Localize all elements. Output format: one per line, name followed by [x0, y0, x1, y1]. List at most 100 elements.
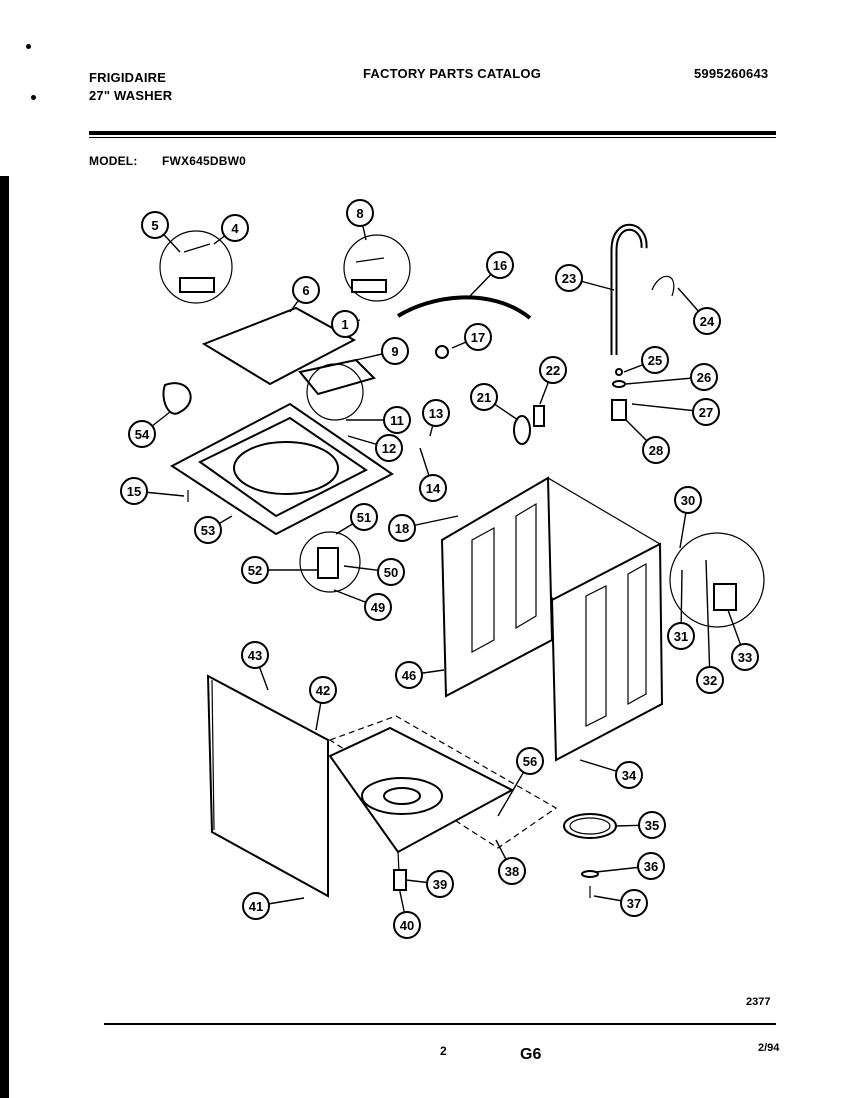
callout-23: 23	[555, 264, 583, 292]
callout-group: 1456891112131415161718212223242526272830…	[120, 199, 759, 939]
callout-26: 26	[690, 363, 718, 391]
callout-49: 49	[364, 593, 392, 621]
callout-5: 5	[141, 211, 169, 239]
callout-13: 13	[422, 399, 450, 427]
base-frame	[328, 715, 617, 898]
svg-text:52: 52	[248, 563, 262, 578]
punch-mark	[31, 95, 36, 100]
leader-line-32	[705, 559, 711, 681]
svg-text:13: 13	[429, 406, 443, 421]
svg-text:36: 36	[644, 859, 658, 874]
page-number: 2	[440, 1044, 447, 1058]
callout-39: 39	[426, 870, 454, 898]
svg-text:15: 15	[127, 484, 141, 499]
svg-text:1: 1	[341, 317, 348, 332]
callout-4: 4	[221, 214, 249, 242]
svg-text:54: 54	[135, 427, 150, 442]
callout-43: 43	[241, 641, 269, 669]
svg-text:32: 32	[703, 673, 717, 688]
page-edge-shadow	[0, 176, 9, 1098]
svg-text:23: 23	[562, 271, 576, 286]
top-lid-assembly	[159, 230, 532, 421]
callout-24: 24	[693, 307, 721, 335]
svg-text:8: 8	[356, 206, 363, 221]
callout-17: 17	[464, 323, 492, 351]
svg-text:31: 31	[674, 629, 688, 644]
svg-text:40: 40	[400, 918, 414, 933]
callout-25: 25	[641, 346, 669, 374]
callout-42: 42	[309, 676, 337, 704]
svg-text:9: 9	[391, 344, 398, 359]
callout-11: 11	[383, 406, 411, 434]
catalog-title: FACTORY PARTS CATALOG	[363, 66, 542, 81]
svg-text:46: 46	[402, 668, 416, 683]
callout-31: 31	[667, 622, 695, 650]
model-number: FWX645DBW0	[162, 154, 247, 168]
svg-text:41: 41	[249, 899, 263, 914]
callout-37: 37	[620, 889, 648, 917]
callout-38: 38	[498, 857, 526, 885]
callout-1: 1	[331, 310, 359, 338]
svg-text:50: 50	[384, 565, 398, 580]
svg-text:11: 11	[390, 413, 404, 428]
svg-text:33: 33	[738, 650, 752, 665]
svg-text:28: 28	[649, 443, 663, 458]
callout-54: 54	[128, 420, 156, 448]
svg-text:5: 5	[151, 218, 158, 233]
callout-36: 36	[637, 852, 665, 880]
svg-text:27: 27	[699, 405, 713, 420]
callout-15: 15	[120, 477, 148, 505]
front-panel	[206, 674, 329, 898]
callout-9: 9	[381, 337, 409, 365]
callout-53: 53	[194, 516, 222, 544]
svg-text:38: 38	[505, 864, 519, 879]
svg-text:51: 51	[357, 510, 371, 525]
svg-text:56: 56	[523, 754, 537, 769]
svg-text:26: 26	[697, 370, 711, 385]
svg-text:25: 25	[648, 353, 662, 368]
callout-12: 12	[375, 434, 403, 462]
header-rule	[89, 131, 776, 135]
callout-30: 30	[674, 486, 702, 514]
callout-35: 35	[638, 811, 666, 839]
callout-32: 32	[696, 666, 724, 694]
drain-hose-and-fittings	[513, 223, 675, 445]
svg-text:39: 39	[433, 877, 447, 892]
section-code: G6	[520, 1046, 542, 1063]
svg-text:35: 35	[645, 818, 659, 833]
header-rule-thin	[89, 137, 776, 138]
callout-56: 56	[516, 747, 544, 775]
top-cover	[162, 382, 394, 536]
svg-text:37: 37	[627, 896, 641, 911]
svg-text:22: 22	[546, 363, 560, 378]
product-name: 27" WASHER	[89, 88, 173, 103]
svg-text:53: 53	[201, 523, 215, 538]
callout-50: 50	[377, 558, 405, 586]
callout-41: 41	[242, 892, 270, 920]
svg-text:21: 21	[477, 390, 491, 405]
callout-6: 6	[292, 276, 320, 304]
catalog-number: 5995260643	[694, 66, 769, 81]
svg-text:49: 49	[371, 600, 385, 615]
svg-text:17: 17	[471, 330, 485, 345]
svg-text:14: 14	[426, 481, 441, 496]
svg-text:6: 6	[302, 283, 309, 298]
svg-text:42: 42	[316, 683, 330, 698]
callout-21: 21	[470, 383, 498, 411]
svg-text:34: 34	[622, 768, 637, 783]
footer-rule	[104, 1023, 776, 1025]
callout-34: 34	[615, 761, 643, 789]
svg-text:43: 43	[248, 648, 262, 663]
callout-18: 18	[388, 514, 416, 542]
brand-name: FRIGIDAIRE	[89, 70, 167, 85]
svg-text:24: 24	[700, 314, 715, 329]
lid-switch-detail	[299, 531, 361, 593]
figure-code: 2377	[746, 996, 771, 1008]
callout-51: 51	[350, 503, 378, 531]
cabinet-panels	[440, 476, 765, 762]
svg-text:4: 4	[231, 221, 239, 236]
callout-40: 40	[393, 911, 421, 939]
callout-28: 28	[642, 436, 670, 464]
footer-date: 2/94	[758, 1042, 780, 1054]
svg-text:18: 18	[395, 521, 409, 536]
